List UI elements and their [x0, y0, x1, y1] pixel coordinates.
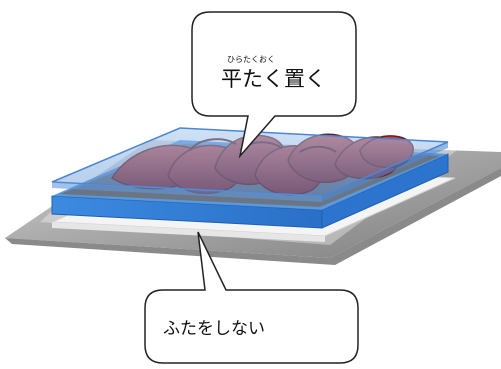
bottom-callout: ふたをしない — [144, 231, 359, 364]
top-callout-ruby: ひらたくおく — [227, 55, 275, 64]
lid-outline — [51, 127, 449, 202]
top-callout: ひらたくおく 平たく置く — [191, 11, 357, 159]
bottom-callout-label: ふたをしない — [163, 319, 265, 339]
top-callout-label: 平たく置く — [221, 67, 326, 91]
